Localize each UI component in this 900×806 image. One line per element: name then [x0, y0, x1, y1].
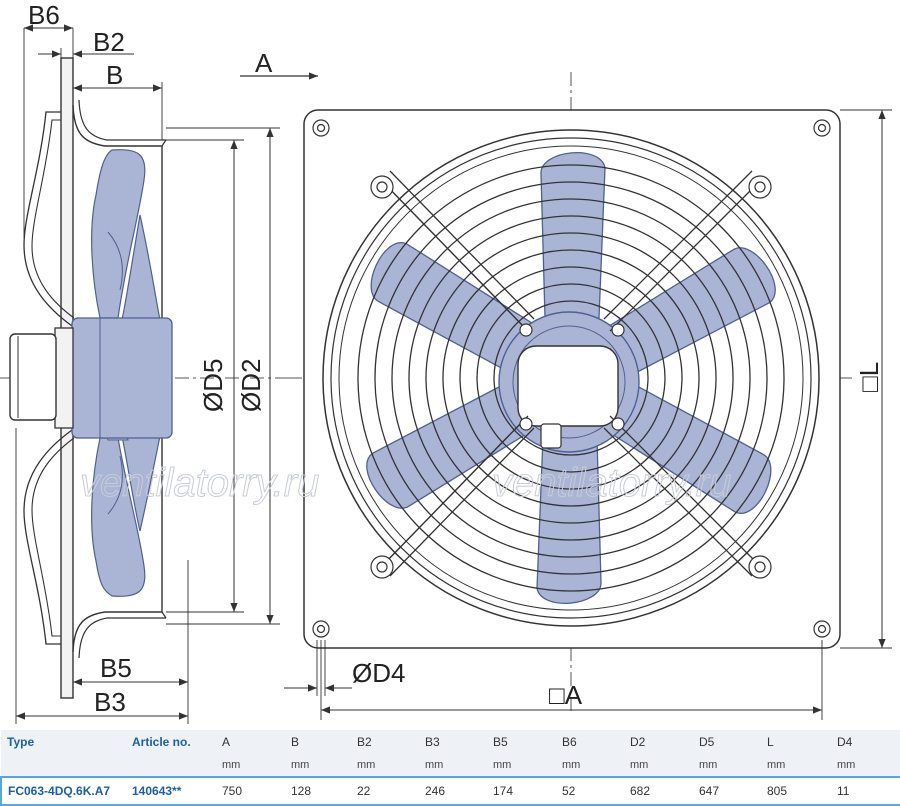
specification-table: Type Article no. A B B2 B3 B5 B6 D2 D5 L…	[0, 730, 900, 806]
table-header: L	[761, 730, 831, 754]
table-cell: 750	[216, 776, 285, 806]
dim-label-d2: ØD2	[236, 359, 266, 412]
dim-label-d4: ØD4	[352, 658, 405, 688]
table-unit	[1, 754, 126, 777]
fan-technical-drawing: B6 B2 B ØD5 ØD2 B5 B3 A	[0, 0, 892, 724]
dim-label-a: □A	[549, 680, 583, 710]
table-header: Type	[1, 730, 126, 754]
table-header: B3	[419, 730, 487, 754]
motor-cap	[9, 333, 57, 421]
table-header-row: Type Article no. A B B2 B3 B5 B6 D2 D5 L…	[1, 730, 900, 754]
side-view: B6 B2 B ØD5 ØD2 B5 B3	[0, 0, 290, 724]
table-unit-row: mm mm mm mm mm mm mm mm mm mm	[1, 754, 900, 777]
table-header: Article no.	[126, 730, 216, 754]
table-cell: 805	[761, 776, 831, 806]
table-unit: mm	[624, 754, 693, 777]
table-unit: mm	[216, 754, 285, 777]
table-unit: mm	[693, 754, 761, 777]
corner-mounting-holes	[312, 119, 831, 638]
table-unit: mm	[556, 754, 624, 777]
view-a-indicator: A	[240, 48, 318, 80]
motor-front-cap	[517, 345, 619, 427]
table-unit: mm	[419, 754, 487, 777]
table-cell: 128	[285, 776, 351, 806]
table-cell: 174	[487, 776, 556, 806]
table-cell: 52	[556, 776, 624, 806]
watermark-left: ventilatorry.ru	[80, 461, 319, 505]
table-header: B	[285, 730, 351, 754]
table-cell-article: 140643**	[126, 776, 216, 806]
table-cell: 22	[351, 776, 419, 806]
dim-label-b3: B3	[94, 687, 126, 717]
guard-grille	[357, 164, 785, 592]
motor-housing	[54, 327, 74, 429]
watermark-right: ventilatorry.ru	[492, 461, 731, 505]
table-header: B6	[556, 730, 624, 754]
view-a-label: A	[255, 48, 273, 78]
dim-label-b: B	[106, 60, 123, 90]
table-cell: 11	[831, 776, 900, 806]
table-header: A	[216, 730, 285, 754]
terminal-box	[540, 423, 562, 449]
table-unit: mm	[487, 754, 556, 777]
venturi-outer-ring	[322, 129, 820, 627]
table-header: D5	[693, 730, 761, 754]
table-header: D4	[831, 730, 900, 754]
table-unit: mm	[351, 754, 419, 777]
table-unit: mm	[285, 754, 351, 777]
hub-side	[71, 317, 173, 439]
table-cell: 647	[693, 776, 761, 806]
impeller-blades	[366, 151, 776, 605]
front-view: □L ØD4 □A	[284, 72, 892, 720]
dim-label-b6: B6	[28, 0, 60, 30]
table-header: D2	[624, 730, 693, 754]
table-header: B2	[351, 730, 419, 754]
table-unit: mm	[761, 754, 831, 777]
guard-struts	[377, 170, 765, 577]
table-unit	[126, 754, 216, 777]
dim-label-b2: B2	[93, 27, 125, 57]
guard-wire-bottom	[23, 429, 73, 645]
table-cell-type: FC063-4DQ.6K.A7	[0, 776, 126, 806]
table-cell: 682	[624, 776, 693, 806]
table-header: B5	[487, 730, 556, 754]
dim-label-d5: ØD5	[198, 359, 228, 412]
dim-label-b5: B5	[100, 653, 132, 683]
guard-strut-mounts	[370, 175, 772, 579]
table-row[interactable]: FC063-4DQ.6K.A7 140643** 750 128 22 246 …	[0, 776, 900, 806]
dim-label-l: □L	[854, 362, 884, 392]
table-cell: 246	[419, 776, 487, 806]
guard-wire-top	[23, 111, 73, 327]
table-unit: mm	[831, 754, 900, 777]
